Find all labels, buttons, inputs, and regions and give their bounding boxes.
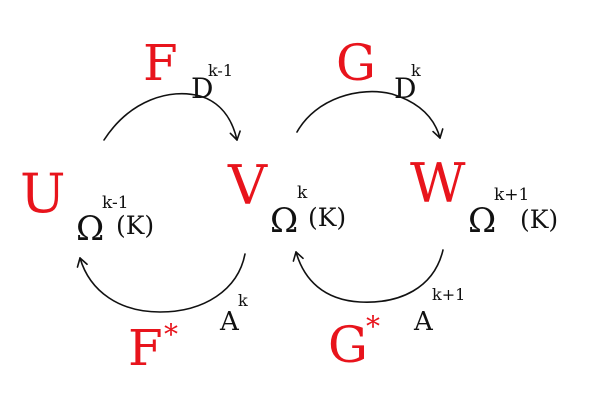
space-w-omega: Ω k+1 (K) [468, 185, 558, 241]
omega-symbol: Ω [468, 201, 496, 241]
omega-argument: (K) [520, 205, 558, 234]
arrow-g [296, 90, 444, 139]
arrow-f-star [76, 253, 246, 313]
omega-argument: (K) [308, 203, 346, 232]
operator-degree: k [238, 291, 248, 310]
omega-degree: k+1 [494, 185, 529, 205]
map-g-star-operator: A k+1 [413, 285, 465, 337]
space-u-omega: Ω k-1 (K) [76, 193, 154, 249]
operator-degree: k+1 [432, 285, 465, 304]
omega-symbol: Ω [76, 209, 104, 249]
map-label: F [128, 319, 163, 377]
space-u-label: U [20, 162, 66, 225]
space-v-omega: Ω k (K) [270, 183, 346, 241]
map-g-operator: D k [394, 61, 421, 105]
space-v-label: V [227, 154, 268, 217]
map-star: * [164, 318, 178, 351]
omega-argument: (K) [116, 211, 154, 240]
omega-symbol: Ω [270, 201, 298, 241]
omega-degree: k [297, 183, 308, 203]
map-f-operator: D k-1 [191, 61, 233, 105]
space-w-label: W [410, 152, 466, 215]
operator-degree: k [411, 61, 421, 80]
map-star: * [366, 310, 380, 343]
map-f-star-operator: A k [219, 291, 248, 337]
arrow-f [103, 92, 241, 141]
map-g-star-label: G * [328, 310, 380, 374]
operator-symbol: A [413, 307, 434, 337]
map-f-label: F [143, 34, 178, 92]
map-f-star-label: F * [128, 318, 178, 377]
map-label: G [328, 316, 368, 374]
map-g-label: G [336, 34, 376, 92]
operator-symbol: A [219, 307, 240, 337]
operator-symbol: D [191, 72, 213, 105]
omega-degree: k-1 [102, 193, 129, 213]
operator-degree: k-1 [208, 61, 233, 80]
arrow-g-star [292, 249, 444, 303]
